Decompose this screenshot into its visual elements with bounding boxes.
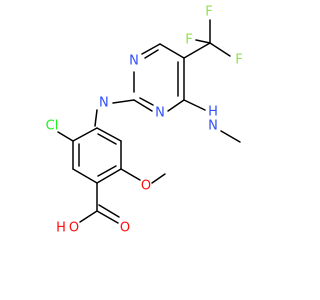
methoxy-group: O — [120, 168, 166, 194]
ether-oxygen-label: O — [141, 179, 151, 194]
bond-nh-aryl — [94, 109, 98, 127]
f-top-label: F — [205, 5, 212, 20]
nhme-hydrogen-label: H — [208, 105, 218, 120]
bond-n3-c4 — [167, 99, 185, 112]
amine-linker: N — [94, 96, 135, 127]
bond-c6-n1 — [141, 43, 161, 55]
carboxylic-acid-group: O O H — [56, 182, 130, 236]
bond-c2-n3-double — [139, 97, 154, 106]
bond-c4-nhme — [183, 99, 206, 111]
bond-ar-o-ether — [120, 168, 141, 181]
bond-ar-cl — [57, 131, 74, 142]
bond-c6-n1-double — [144, 49, 159, 59]
molecule-structure-drawing: F F F N N N H N Cl O — [46, 5, 243, 236]
carbonyl-oxygen-label: O — [120, 221, 130, 236]
nh-linker-nitrogen-label: N — [99, 96, 109, 111]
bond-c-o-hydroxyl — [79, 210, 98, 223]
bond-ar6-ar1-double — [97, 133, 117, 145]
f-left-label: F — [185, 33, 192, 48]
hydroxyl-oxygen-label: O — [69, 221, 79, 236]
bond-c2-nh — [112, 99, 135, 104]
benzene-ring — [72, 127, 122, 184]
chlorine-label: Cl — [46, 119, 59, 134]
chloro-group: Cl — [46, 119, 74, 142]
trifluoromethyl-group: F F F — [183, 5, 243, 68]
bond-ar6-ar1 — [96, 127, 122, 142]
bond-c2-n3 — [133, 99, 153, 112]
f-right-label: F — [235, 53, 242, 68]
bond-nhme-methyl — [220, 130, 241, 143]
bond-c5-c6 — [159, 43, 185, 59]
bond-ar1-ar2 — [72, 127, 98, 142]
bond-c-o-carbonyl-double-real — [98, 204, 120, 218]
bond-cf3-f-left-real — [195, 39, 211, 44]
bond-ar4-ar5-double — [97, 165, 117, 177]
bond-cf3-f-right — [209, 42, 231, 57]
ring-nitrogen-bottom-label: N — [155, 106, 165, 121]
bond-c-o-carbonyl — [96, 210, 119, 224]
bond-ar3-ar4 — [72, 168, 98, 184]
bond-o-methyl — [151, 173, 166, 184]
pyrimidine-ring — [133, 43, 185, 112]
bond-ar4-ar5 — [96, 168, 122, 184]
nhme-nitrogen-label: N — [208, 119, 218, 134]
bond-c5-cf3 — [183, 42, 211, 59]
methylamino-group: N H — [183, 99, 241, 143]
ring-nitrogen-top-label: N — [129, 54, 139, 69]
hydroxyl-hydrogen-label: H — [56, 221, 66, 236]
